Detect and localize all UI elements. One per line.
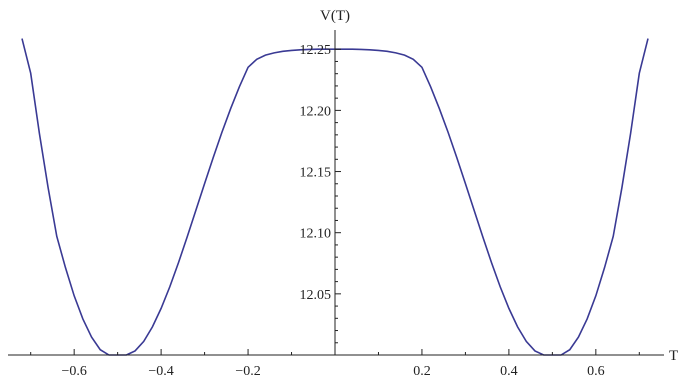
x-tick-label: 0.4 (500, 364, 518, 379)
x-tick-label: −0.6 (61, 364, 86, 379)
x-tick-label: −0.2 (235, 364, 260, 379)
y-ticks: 12.05 12.10 12.15 12.20 12.25 (300, 43, 341, 344)
y-tick-label: 12.25 (300, 43, 332, 58)
x-tick-label: −0.4 (148, 364, 173, 379)
x-axis-label: T (669, 348, 678, 364)
x-tick-label: 0.6 (587, 364, 605, 379)
y-axis-label: V(T) (320, 8, 350, 24)
x-tick-label: 0.2 (413, 364, 431, 379)
x-ticks: −0.6 −0.4 −0.2 0.2 0.4 0.6 (30, 349, 640, 379)
y-tick-label: 12.15 (300, 166, 332, 181)
y-tick-label: 12.20 (300, 104, 332, 119)
y-tick-label: 12.05 (300, 288, 332, 303)
y-tick-label: 12.10 (300, 227, 332, 242)
